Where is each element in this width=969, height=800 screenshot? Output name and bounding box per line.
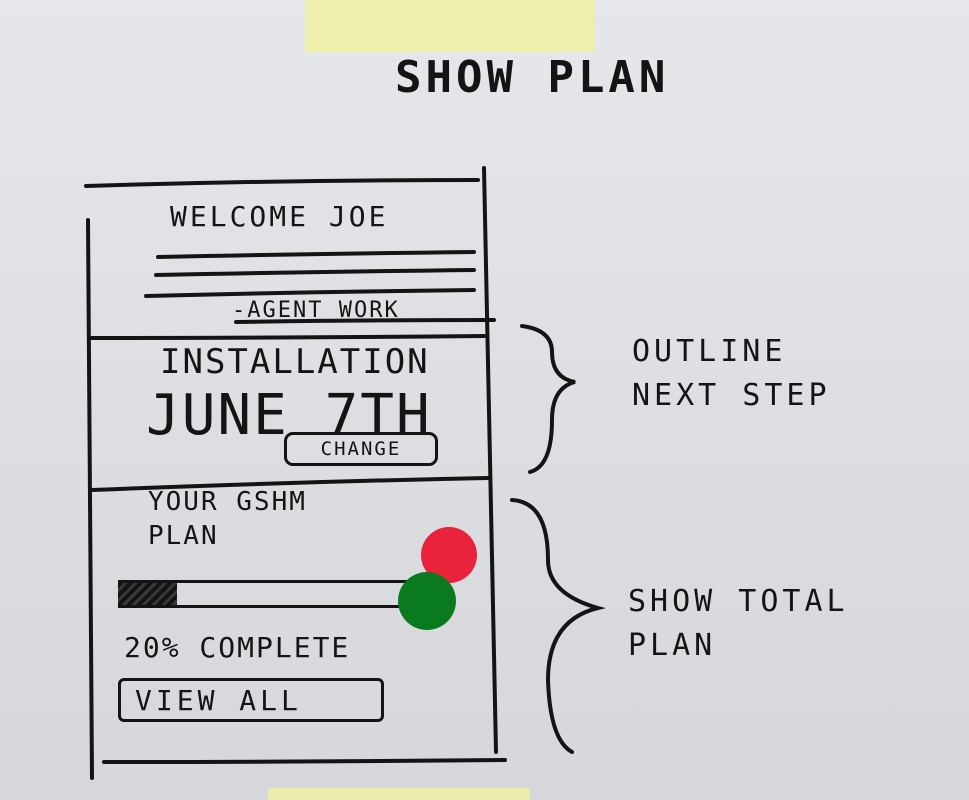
tape-top: [305, 0, 595, 52]
plan-progress-bar: [118, 580, 412, 608]
green-sticker-dot: [398, 572, 456, 630]
annotation-outline-next-step: OUTLINE NEXT STEP: [632, 334, 831, 413]
progress-percent-text: 20% COMPLETE: [124, 631, 351, 664]
plan-progress-fill: [118, 583, 177, 605]
page-title: SHOW PLAN: [395, 52, 670, 103]
change-date-button[interactable]: CHANGE: [284, 432, 438, 466]
plan-title: YOUR GSHM PLAN: [148, 487, 307, 551]
agent-work-label: -AGENT WORK: [232, 298, 400, 323]
installation-label: INSTALLATION: [160, 342, 430, 382]
tape-bottom: [268, 788, 530, 800]
view-all-button[interactable]: VIEW ALL: [118, 678, 384, 722]
welcome-heading: WELCOME JOE: [170, 200, 389, 233]
annotation-show-total-plan: SHOW TOTAL PLAN: [628, 584, 849, 663]
